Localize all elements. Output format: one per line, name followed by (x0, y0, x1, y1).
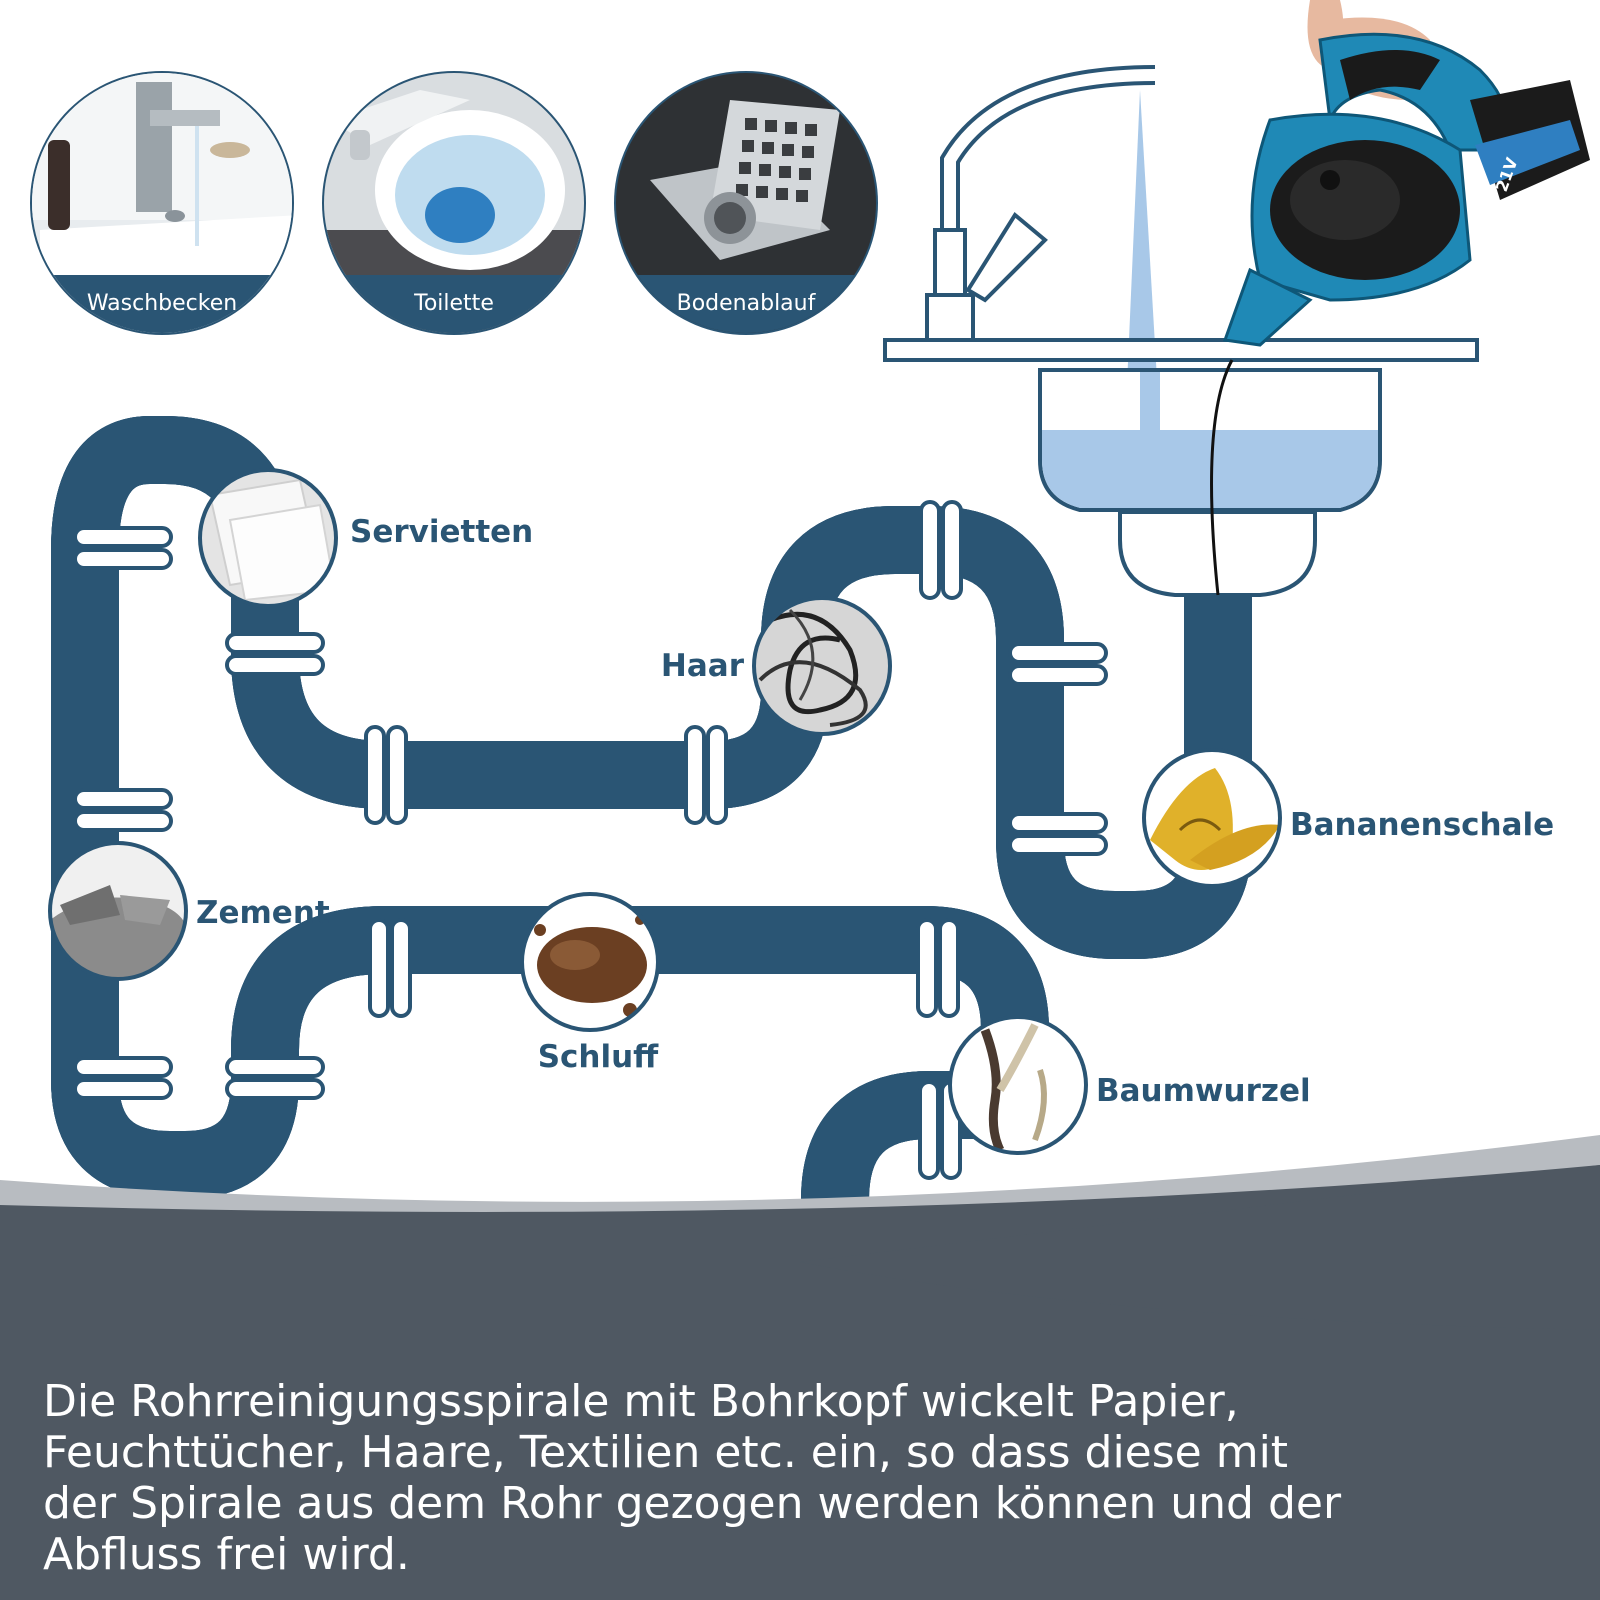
usage-label-floor-drain: Bodenablauf (677, 291, 817, 316)
debris-label-tree-root: Baumwurzel (1096, 1073, 1311, 1109)
debris-banana-peel: Bananenschale (1142, 748, 1554, 888)
tree-root-photo (950, 1017, 1086, 1153)
cement-photo (50, 843, 186, 979)
hair-photo (754, 598, 890, 734)
drain-spiral-cable (1210, 359, 1234, 596)
debris-label-cement: Zement (196, 895, 330, 931)
silt-photo (522, 894, 658, 1030)
usage-area-sink: Waschbecken (30, 71, 294, 335)
debris-silt: Schluff (520, 892, 660, 1075)
banana-peel-photo (1144, 750, 1280, 886)
debris-hair: Haar (661, 596, 892, 736)
drain-cleaner-device: 21V (1210, 0, 1590, 596)
usage-area-toilet: Toilette (322, 71, 586, 335)
debris-tree-root: Baumwurzel (948, 1015, 1311, 1155)
usage-area-floor-drain: Bodenablauf (614, 71, 878, 335)
usage-label-sink: Waschbecken (87, 291, 237, 316)
description-text: Die Rohrreinigungsspirale mit Bohrkopf w… (43, 1376, 1342, 1580)
sink-illustration (883, 65, 1479, 597)
debris-label-banana-peel: Bananenschale (1290, 807, 1554, 843)
debris-napkins: Servietten (198, 468, 533, 608)
debris-label-silt: Schluff (538, 1039, 659, 1075)
napkins-photo (200, 470, 336, 606)
debris-cement: Zement (48, 841, 330, 981)
debris-label-hair: Haar (661, 648, 745, 684)
usage-label-toilet: Toilette (413, 291, 494, 316)
debris-label-napkins: Servietten (350, 514, 533, 550)
